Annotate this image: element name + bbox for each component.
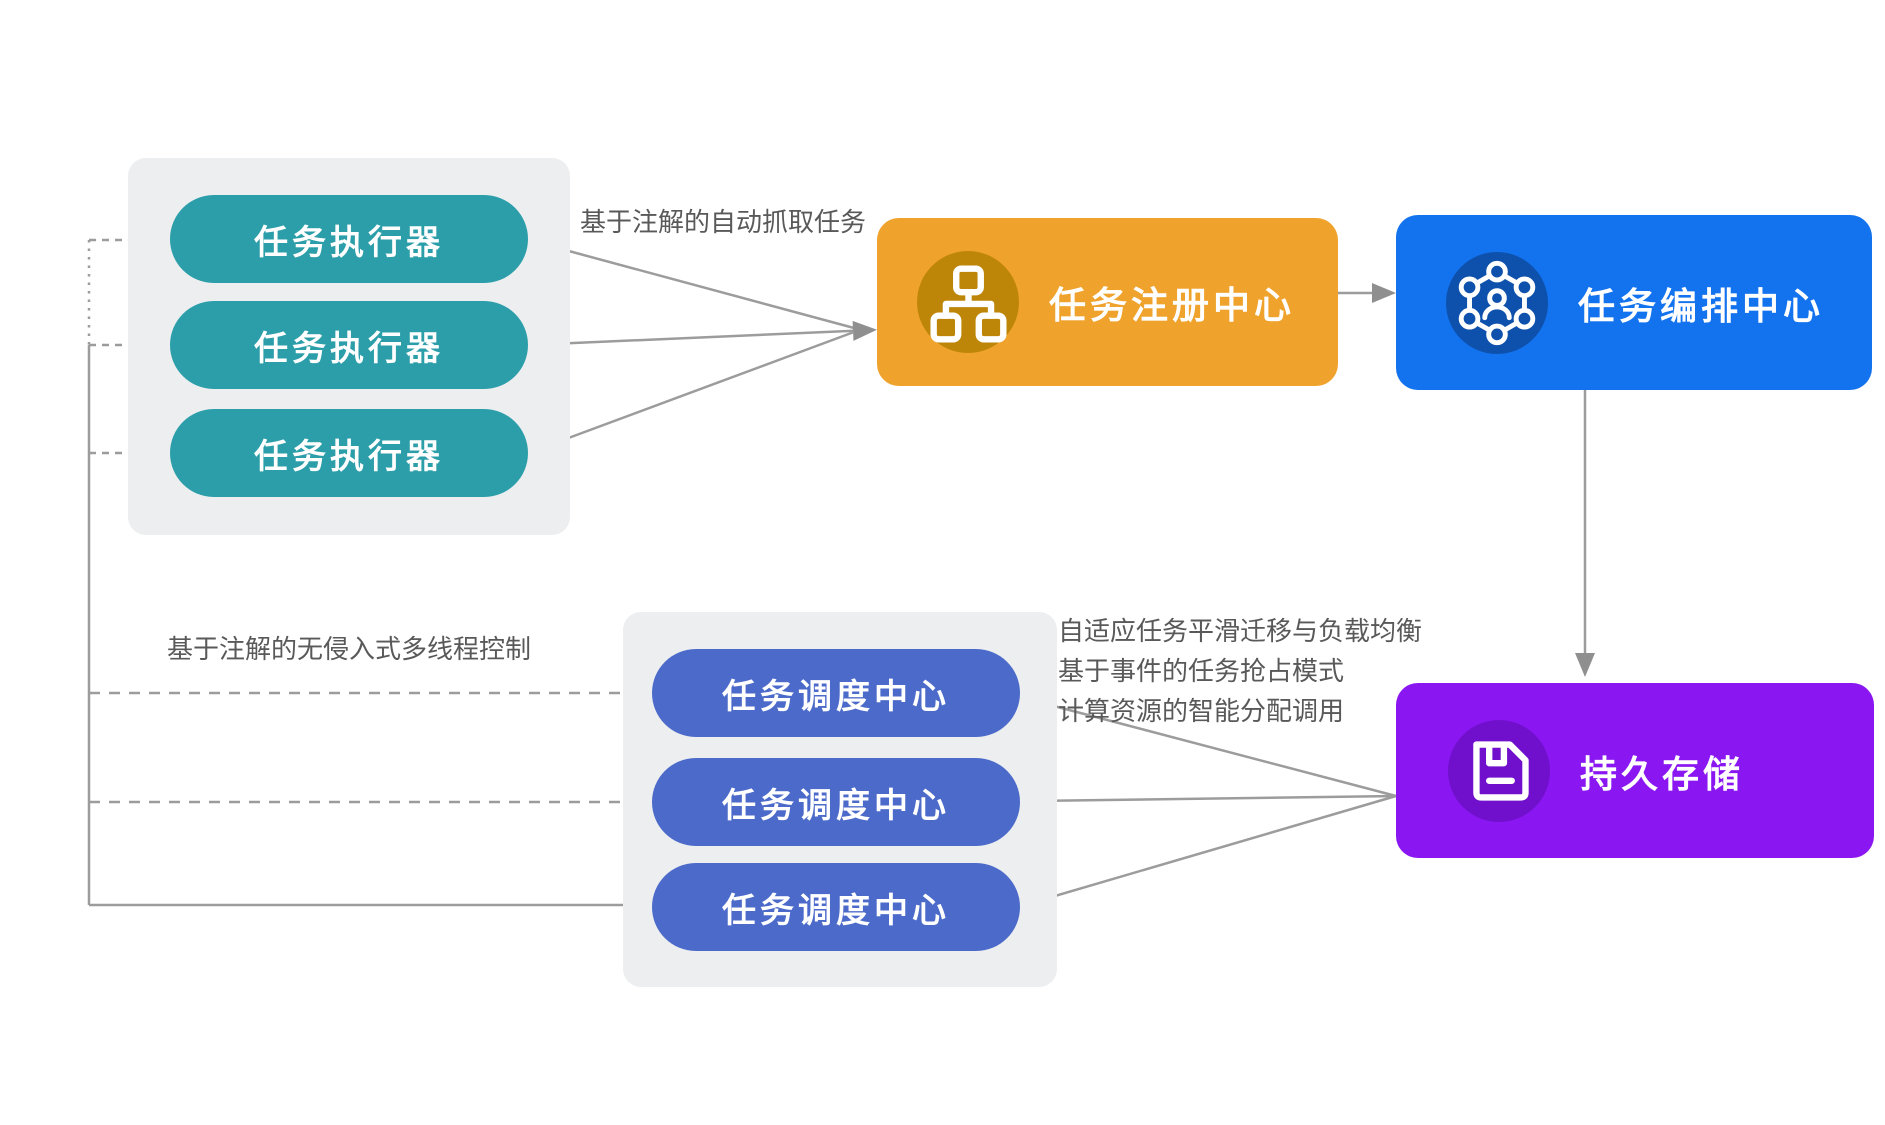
scheduler-node-label: 任务调度中心 xyxy=(722,676,950,717)
scheduler-node-3: 任务调度中心 xyxy=(652,863,1020,951)
scheduler-node-label: 任务调度中心 xyxy=(722,890,950,931)
executor-node-label: 任务执行器 xyxy=(254,222,444,263)
storage-node-label: 持久存储 xyxy=(1580,752,1744,796)
executor-node-label: 任务执行器 xyxy=(254,436,444,477)
executor-node-3: 任务执行器 xyxy=(170,409,528,497)
annotation-storage-line-3: 计算资源的智能分配调用 xyxy=(1058,697,1345,727)
network-nodes-icon xyxy=(1446,251,1548,354)
scheduler-node-2: 任务调度中心 xyxy=(652,758,1020,846)
annotation-storage-line-2: 基于事件的任务抢占模式 xyxy=(1058,657,1345,687)
annotation-auto-fetch: 基于注解的自动抓取任务 xyxy=(580,208,867,238)
scheduler-node-label: 任务调度中心 xyxy=(722,785,950,826)
scheduler-node-1: 任务调度中心 xyxy=(652,649,1020,737)
storage-node: 持久存储 xyxy=(1396,683,1874,858)
orchestration-node: 任务编排中心 xyxy=(1396,215,1872,390)
registry-node: 任务注册中心 xyxy=(877,218,1338,386)
annotation-storage-features: 自适应任务平滑迁移与负载均衡 基于事件的任务抢占模式 计算资源的智能分配调用 xyxy=(1058,612,1422,732)
org-chart-icon xyxy=(917,251,1019,353)
executor-node-1: 任务执行器 xyxy=(170,195,528,283)
save-icon xyxy=(1448,719,1550,822)
executor-node-label: 任务执行器 xyxy=(254,328,444,369)
executor-node-2: 任务执行器 xyxy=(170,301,528,389)
registry-node-label: 任务注册中心 xyxy=(1049,284,1295,327)
orchestration-node-label: 任务编排中心 xyxy=(1578,284,1824,328)
annotation-multithread-control: 基于注解的无侵入式多线程控制 xyxy=(167,635,532,665)
annotation-storage-line-1: 自适应任务平滑迁移与负载均衡 xyxy=(1058,617,1423,647)
